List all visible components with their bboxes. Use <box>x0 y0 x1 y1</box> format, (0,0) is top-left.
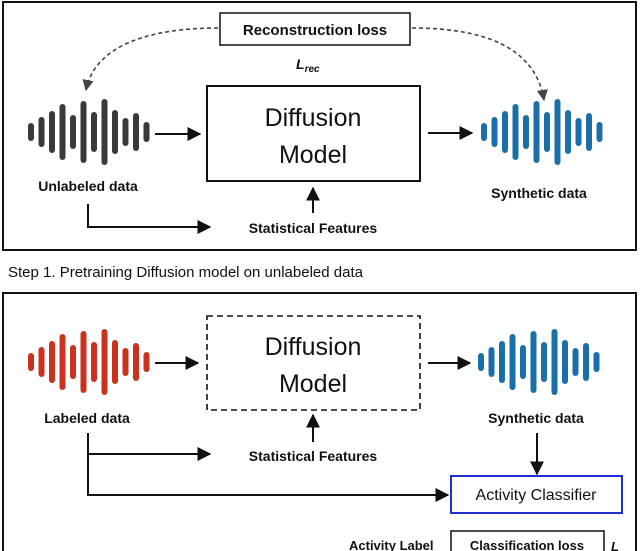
waveform-bar <box>520 345 526 379</box>
waveform-bar <box>541 342 547 382</box>
waveform-bar <box>491 117 498 147</box>
waveform-bar <box>502 111 508 153</box>
waveform-bar <box>133 343 139 381</box>
waveform-bar <box>586 113 592 151</box>
unlabeled-data-label: Unlabeled data <box>38 178 138 194</box>
waveform-bar <box>28 123 34 141</box>
loss-rec-symbol: Lrec <box>296 56 320 75</box>
waveform-bar <box>572 348 579 376</box>
step1-caption: Step 1. Pretraining Diffusion model on u… <box>8 264 364 281</box>
waveform-bar <box>112 110 118 154</box>
synthetic-waveform-icon <box>481 99 603 165</box>
reconstruction-loss-box: Reconstruction loss <box>219 12 411 46</box>
waveform-bar <box>499 341 505 383</box>
activity-classifier-box: Activity Classifier <box>450 475 623 514</box>
waveform-bar <box>478 353 484 371</box>
waveform-bar <box>70 115 76 149</box>
waveform-bar <box>91 342 97 382</box>
waveform-bar <box>575 118 582 146</box>
model-title-line1: Diffusion <box>265 104 362 132</box>
waveform-bar <box>101 329 108 395</box>
waveform-bar <box>533 101 540 163</box>
waveform-bar <box>488 347 495 377</box>
reconstruction-loss-label: Reconstruction loss <box>243 22 387 39</box>
waveform-bar <box>530 331 537 393</box>
waveform-bar <box>38 347 45 377</box>
labeled-waveform-icon <box>28 329 150 395</box>
step1-panel <box>2 1 637 251</box>
activity-label-text: Activity Label <box>349 538 434 551</box>
dashed-arrow-to-unlabeled <box>82 27 219 92</box>
arrow-labeled-to-features <box>87 433 212 461</box>
statistical-features-label: Statistical Features <box>249 220 378 236</box>
waveform-bar <box>80 331 87 393</box>
arrow-input-to-features <box>87 204 212 234</box>
waveform-bar <box>59 334 66 390</box>
labeled-data-label: Labeled data <box>44 410 130 426</box>
waveform-bar <box>70 345 76 379</box>
waveform-bar <box>38 117 45 147</box>
waveform-bar <box>91 112 97 152</box>
classification-loss-symbol: L <box>611 539 619 551</box>
waveform-bar <box>143 352 150 372</box>
synthetic-waveform-2-icon <box>478 329 600 395</box>
model-title-line2: Model <box>279 141 347 169</box>
waveform-bar <box>544 112 550 152</box>
synthetic-data-label: Synthetic data <box>491 185 587 201</box>
activity-classifier-label: Activity Classifier <box>476 487 598 504</box>
waveform-bar <box>481 123 487 141</box>
waveform-bar <box>133 113 139 151</box>
waveform-bar <box>101 99 108 165</box>
classification-loss-label: Classification loss <box>470 538 584 551</box>
waveform-bar <box>49 111 55 153</box>
synthetic-data-2-label: Synthetic data <box>488 410 584 426</box>
waveform-bar <box>122 348 129 376</box>
waveform-bar <box>122 118 129 146</box>
arrow-labeled-to-classifier <box>87 454 450 502</box>
unlabeled-waveform-icon <box>28 99 150 165</box>
classification-loss-box: Classification loss <box>450 530 605 551</box>
waveform-bar <box>523 115 529 149</box>
waveform-bar <box>593 352 600 372</box>
waveform-bar <box>59 104 66 160</box>
model2-title-line2: Model <box>279 370 347 398</box>
waveform-bar <box>112 340 118 384</box>
frozen-diffusion-model-box: Diffusion Model <box>206 315 421 411</box>
dashed-arrow-to-synthetic <box>411 27 548 102</box>
diffusion-model-box: Diffusion Model <box>206 85 421 182</box>
waveform-bar <box>551 329 558 395</box>
waveform-bar <box>583 343 589 381</box>
waveform-bar <box>28 353 34 371</box>
waveform-bar <box>512 104 519 160</box>
waveform-bar <box>565 110 571 154</box>
waveform-bar <box>596 122 603 142</box>
waveform-bar <box>509 334 516 390</box>
waveform-bar <box>49 341 55 383</box>
waveform-bar <box>554 99 561 165</box>
waveform-bar <box>562 340 568 384</box>
step2-panel <box>2 292 637 551</box>
waveform-bar <box>80 101 87 163</box>
statistical-features-2-label: Statistical Features <box>249 448 378 464</box>
waveform-bar <box>143 122 150 142</box>
model2-title-line1: Diffusion <box>265 333 362 361</box>
